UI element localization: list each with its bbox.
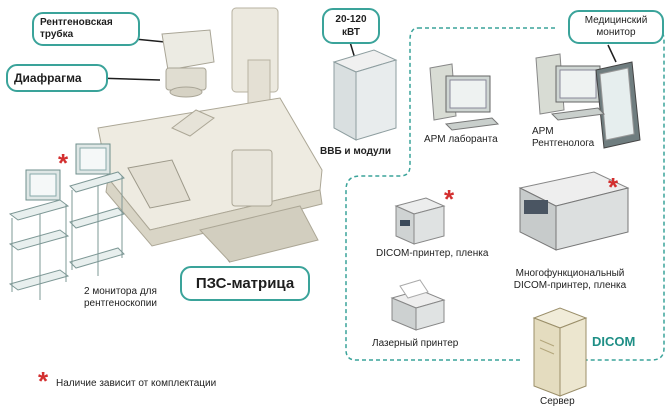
- network-boundary: [345, 27, 665, 361]
- star-multi-printer: *: [608, 172, 619, 202]
- dicom-tag: DICOM: [592, 334, 636, 349]
- callout-medical-monitor: Медицинский монитор: [568, 10, 664, 44]
- label-monitors: 2 монитора для рентгеноскопии: [84, 286, 157, 309]
- laser-printer-illustration: [390, 279, 446, 331]
- xray-table-illustration: [97, 7, 323, 263]
- footnote-text: Наличие зависит от комплектации: [56, 378, 217, 389]
- label-hv-generator: ВВБ и модули: [320, 146, 391, 157]
- dicom-printer-illustration: [394, 197, 446, 245]
- label-server: Сервер: [540, 396, 575, 407]
- label-multi-printer: Многофункциональный DICOM-принтер, пленк…: [513, 268, 627, 291]
- callout-xray-tube: Рентгеновская трубка: [32, 12, 140, 46]
- label-arm-radiologist: АРМ Рентгенолога: [532, 126, 595, 149]
- multi-printer-illustration: [518, 171, 630, 251]
- callout-ccd-matrix: ПЗС-матрица: [180, 266, 310, 301]
- arm-laborant-illustration: [429, 63, 500, 131]
- star-monitors: *: [58, 148, 69, 178]
- star-dicom-printer: *: [444, 184, 455, 214]
- monitor-carts-illustration: [8, 143, 125, 300]
- label-laser-printer: Лазерный принтер: [372, 338, 459, 349]
- hv-generator-illustration: [332, 49, 398, 141]
- label-dicom-printer: DICOM-принтер, пленка: [376, 248, 489, 259]
- label-arm-laborant: АРМ лаборанта: [424, 134, 498, 145]
- callout-power: 20-120 кВТ: [322, 8, 380, 44]
- footnote-star: *: [38, 366, 49, 396]
- callout-diaphragm: Диафрагма: [6, 64, 108, 92]
- arm-radiologist-illustration: [535, 53, 641, 149]
- server-illustration: [532, 307, 588, 397]
